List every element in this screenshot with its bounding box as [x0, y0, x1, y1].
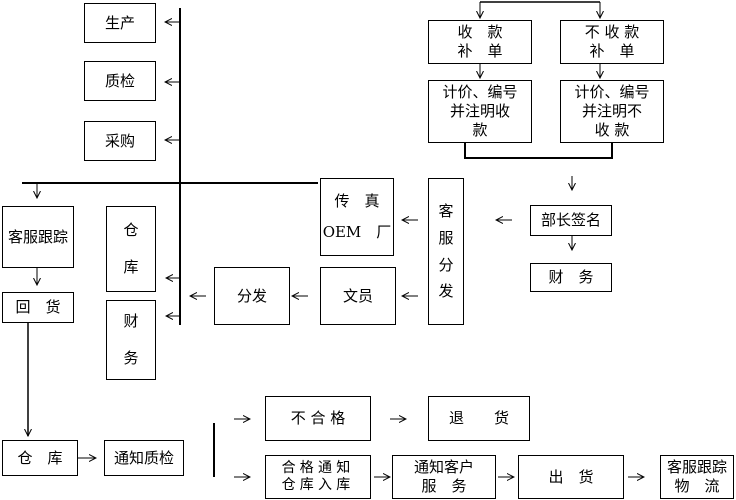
node-finance-right: 财 务: [530, 263, 612, 292]
node-pricing-collect-line2: 并注明收: [449, 102, 510, 121]
node-warehouse-bottom-label: 仓 库: [17, 448, 63, 467]
node-notify-customer-line1: 通知客户: [413, 458, 474, 477]
node-distribute: 分发: [214, 267, 290, 325]
node-director-sign: 部长签名: [530, 205, 612, 236]
node-pricing-nocollect-line1: 计价、编号: [574, 83, 650, 102]
node-notify-qc: 通知质检: [104, 440, 184, 476]
node-finance-vertical: 财 务: [106, 300, 156, 380]
node-pricing-nocollect-line3: 收 款: [594, 120, 630, 139]
node-pricing-nocollect-line2: 并注明不: [581, 102, 642, 121]
node-cs-char4: 发: [438, 282, 454, 301]
node-unqualified: 不 合 格: [265, 396, 371, 441]
node-customer-service-distribute: 客 服 分 发: [428, 178, 464, 325]
node-return-goods-right-label: 退 货: [448, 409, 509, 428]
node-nocollect-line2: 补 单: [589, 42, 635, 60]
node-qualified-line1: 合格通知: [281, 459, 355, 476]
node-warehouse-char1: 仓: [123, 221, 139, 240]
node-return-goods: 回 货: [2, 292, 74, 323]
node-warehouse-vertical: 仓 库: [106, 206, 156, 292]
node-production: 生产: [84, 3, 156, 43]
node-distribute-label: 分发: [236, 286, 267, 305]
node-logistics-line2: 物 流: [674, 477, 720, 495]
node-pricing-collect: 计价、编号 并注明收 款: [428, 80, 532, 143]
node-collect-line1: 收 款: [457, 23, 503, 42]
node-director-sign-label: 部长签名: [540, 211, 601, 230]
node-warehouse-char2: 库: [123, 258, 139, 276]
node-logistics-line1: 客服跟踪: [666, 458, 727, 477]
node-purchasing-label: 采购: [104, 131, 135, 150]
node-finance-char2: 务: [123, 349, 139, 367]
node-qualified-line2: 仓库入库: [281, 477, 355, 493]
node-pricing-collect-line1: 计价、编号: [442, 83, 518, 102]
node-cs-char3: 分: [438, 255, 454, 274]
node-no-collect-supplement: 不 收 款 补 单: [560, 20, 664, 64]
node-return-goods-label: 回 货: [15, 298, 61, 317]
node-customer-followup: 客服跟踪: [2, 206, 74, 268]
node-finance-right-label: 财 务: [548, 268, 594, 287]
node-purchasing: 采购: [84, 121, 156, 161]
pricing-merge-line: [464, 143, 613, 159]
node-production-label: 生产: [104, 13, 135, 32]
node-notify-customer: 通知客户 服 务: [392, 455, 496, 499]
node-cs-char1: 客: [438, 202, 454, 220]
node-pricing-no-collect: 计价、编号 并注明不 收 款: [560, 80, 664, 143]
node-notify-customer-line2: 服 务: [421, 477, 467, 495]
node-unqualified-label: 不 合 格: [290, 409, 346, 428]
node-quality-check-label: 质检: [104, 71, 135, 90]
node-finance-char1: 财: [123, 312, 139, 331]
node-ship: 出 货: [518, 455, 624, 499]
node-qualified-notice: 合格通知 仓库入库: [265, 455, 371, 499]
node-fax-oem: 传 真 OEM 厂: [320, 178, 394, 256]
node-warehouse-bottom: 仓 库: [2, 440, 78, 476]
node-nocollect-line1: 不 收 款: [584, 23, 640, 42]
node-customer-followup-label: 客服跟踪: [7, 227, 68, 246]
node-customer-followup-logistics: 客服跟踪 物 流: [660, 455, 734, 499]
node-notify-qc-label: 通知质检: [113, 448, 174, 467]
node-return-goods-right: 退 货: [428, 396, 530, 441]
node-ship-label: 出 货: [548, 467, 594, 486]
node-collect-supplement: 收 款 补 单: [428, 20, 532, 64]
node-clerk-label: 文员: [342, 286, 373, 305]
node-quality-check: 质检: [84, 61, 156, 101]
node-collect-line2: 补 单: [457, 42, 503, 60]
node-pricing-collect-line3: 款: [472, 120, 488, 139]
node-cs-char2: 服: [438, 228, 454, 247]
node-fax-line2: OEM 厂: [322, 223, 392, 241]
node-clerk: 文员: [320, 267, 396, 325]
node-fax-line1: 传 真: [334, 192, 380, 211]
